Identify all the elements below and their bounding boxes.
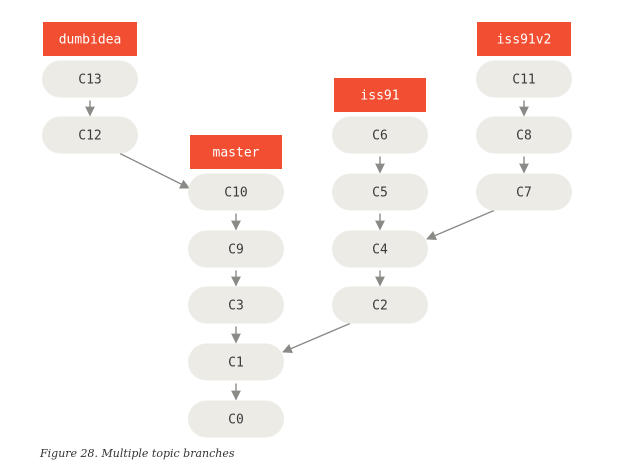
commit-node-c2: C2 [332,286,428,324]
commit-label: C13 [78,73,101,88]
commit-label: C0 [228,413,244,428]
commit-node-c12: C12 [42,116,138,154]
commit-node-c1: C1 [188,343,284,381]
branch-name: master [213,146,260,161]
commit-label: C4 [372,243,388,258]
commit-node-c7: C7 [476,173,572,211]
commit-label: C1 [228,356,244,371]
branch-label-iss91: iss91 [334,78,426,112]
commit-node-c11: C11 [476,60,572,98]
commit-label: C12 [78,129,101,144]
branch-name: dumbidea [59,33,122,48]
commit-label: C6 [372,129,388,144]
commit-label: C10 [224,186,247,201]
branch-name: iss91v2 [497,33,552,48]
branch-label-dumbidea: dumbidea [43,22,137,56]
figure-caption: Figure 28. Multiple topic branches [40,447,235,460]
commit-node-c8: C8 [476,116,572,154]
branch-label-iss91v2: iss91v2 [477,22,571,56]
commit-node-c3: C3 [188,286,284,324]
branch-name: iss91 [360,89,399,104]
commit-label: C5 [372,186,388,201]
commit-node-c9: C9 [188,230,284,268]
edge-c2-to-c1 [282,322,351,354]
commit-node-c0: C0 [188,400,284,438]
edge-c7-to-c4 [426,209,495,241]
commit-node-c10: C10 [188,173,284,211]
commit-node-c5: C5 [332,173,428,211]
commit-node-c6: C6 [332,116,428,154]
commit-node-c4: C4 [332,230,428,268]
commit-label: C7 [516,186,532,201]
commit-label: C3 [228,299,244,314]
commit-label: C8 [516,129,532,144]
branch-label-master: master [190,135,282,169]
edge-c12-to-c10 [119,152,190,189]
commit-label: C11 [512,73,535,88]
commit-label: C9 [228,243,244,258]
commit-node-c13: C13 [42,60,138,98]
commit-label: C2 [372,299,388,314]
